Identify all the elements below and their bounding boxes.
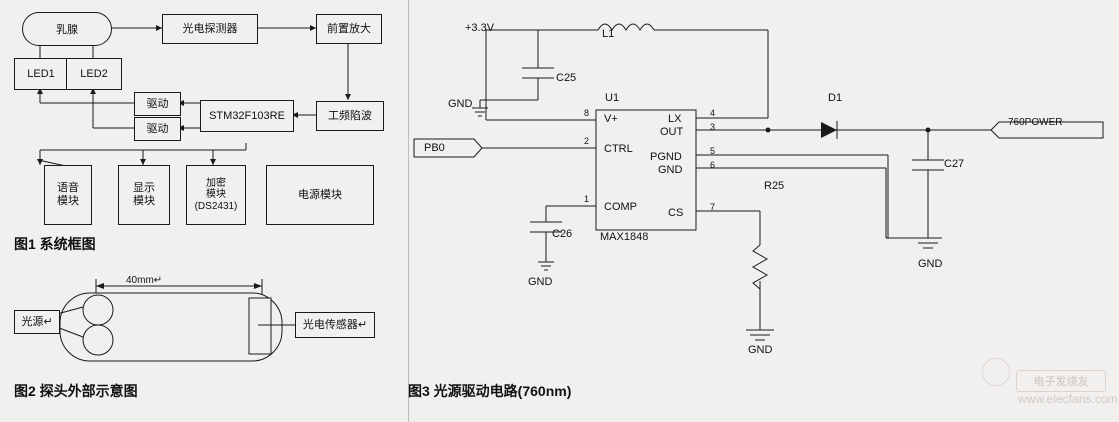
pin-num-8: 8 [584,108,590,118]
label-inductor-l1: L1 [602,28,615,40]
figure2-sensor-box: 光电传感器↵ [295,312,375,338]
label-gnd-c26: GND [528,276,553,288]
label-ic-ref: U1 [605,92,620,104]
node-voice-module: 语音 模块 [44,165,92,225]
figure3-caption: 图3 光源驱动电路(760nm) [408,383,572,399]
node-encrypt-module: 加密 模块 (DS2431) [186,165,246,225]
pin-num-5: 5 [710,146,716,156]
pin-num-7: 7 [710,202,716,212]
label-cap-c27: C27 [944,158,965,170]
pin-num-6: 6 [710,160,716,170]
encrypt-line-2: 模块 [206,189,226,201]
label-net-760power: 760POWER [1008,117,1063,128]
watermark-url: www.elecfans.com [1018,392,1118,406]
node-display-module: 显示 模块 [118,165,170,225]
figure1-wires [37,25,351,167]
pin-name-lx: LX [668,113,682,125]
pin-name-gnd: GND [658,164,683,176]
watermark-site: 电子发烧友 [1016,370,1106,392]
watermark-logo-icon [982,358,1010,386]
pin-name-cs: CS [668,207,684,219]
node-photodetector: 光电探测器 [162,14,258,44]
pin-name-comp: COMP [604,201,637,213]
pin-name-out: OUT [660,126,684,138]
pin-num-2: 2 [584,136,590,146]
label-net-pb0: PB0 [424,142,445,154]
label-supply: +3.3V [465,22,495,34]
node-driver2: 驱动 [134,117,181,141]
encrypt-line-3: (DS2431) [194,200,238,212]
label-cap-c26: C26 [552,228,573,240]
voice-line-2: 模块 [57,195,79,207]
label-gnd-c27: GND [918,258,943,270]
node-driver1: 驱动 [134,92,181,116]
display-line-2: 模块 [133,195,155,207]
figure2-caption: 图2 探头外部示意图 [14,383,138,399]
panel-divider [408,0,409,422]
label-resistor-r25: R25 [764,180,785,192]
voice-line-1: 语音 [57,182,79,195]
node-led2: LED2 [66,58,122,90]
pin-num-1: 1 [584,194,590,204]
figure2-light-source-box: 光源↵ [14,310,60,334]
node-preamp: 前置放大 [316,14,382,44]
pin-name-pgnd: PGND [650,151,682,163]
label-diode-d1: D1 [828,92,843,104]
node-mcu: STM32F103RE [200,100,294,132]
pin-num-3: 3 [710,122,716,132]
display-line-1: 显示 [133,182,155,195]
figure3-schematic [413,23,1104,341]
node-power-module: 电源模块 [266,165,374,225]
figure2-dimension-label: 40mm↵ [126,275,163,286]
node-breast: 乳腺 [22,12,112,46]
figure1-caption: 图1 系统框图 [14,236,96,252]
label-cap-c25: C25 [556,72,577,84]
pin-num-4: 4 [710,108,716,118]
label-gnd-r25: GND [748,344,773,356]
pin-name-vplus: V+ [604,113,618,125]
pin-name-ctrl: CTRL [604,143,633,155]
node-led1: LED1 [14,58,68,90]
figure2-drawing [45,279,295,362]
node-notch: 工频陷波 [316,101,384,131]
label-ic-part: MAX1848 [600,231,649,243]
label-gnd-c25: GND [448,98,473,110]
encrypt-line-1: 加密 [206,177,226,189]
